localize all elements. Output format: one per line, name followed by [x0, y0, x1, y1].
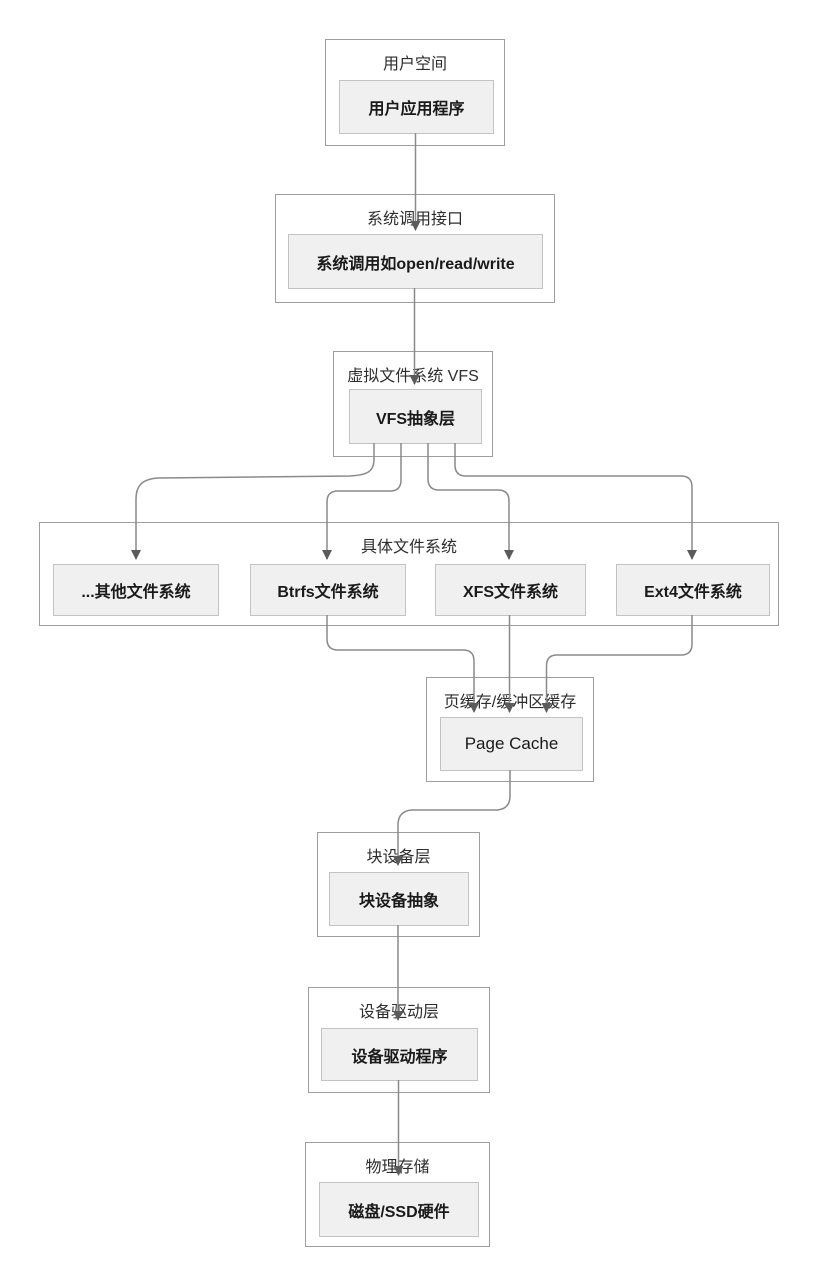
group-physical-storage-title: 物理存储 [365, 1159, 430, 1176]
node-device-driver: 设备驱动程序 [321, 1028, 478, 1081]
group-physical-storage: 物理存储 磁盘/SSD硬件 [305, 1142, 490, 1247]
node-ext4: Ext4文件系统 [616, 564, 770, 616]
group-page-cache: 页缓存/缓冲区缓存 Page Cache [426, 677, 594, 782]
group-block-device-layer: 块设备层 块设备抽象 [317, 832, 480, 937]
group-device-driver-layer: 设备驱动层 设备驱动程序 [308, 987, 490, 1093]
group-syscall-interface-title: 系统调用接口 [366, 211, 463, 228]
node-syscall: 系统调用如open/read/write [288, 234, 543, 289]
node-user-application: 用户应用程序 [339, 80, 494, 134]
node-other-fs: ...其他文件系统 [53, 564, 219, 616]
group-vfs-title: 虚拟文件系统 VFS [347, 368, 479, 385]
group-vfs: 虚拟文件系统 VFS VFS抽象层 [333, 351, 493, 457]
node-vfs-abstraction: VFS抽象层 [349, 389, 482, 444]
node-disk-ssd: 磁盘/SSD硬件 [319, 1182, 479, 1237]
node-btrfs: Btrfs文件系统 [250, 564, 406, 616]
node-block-device-abstraction: 块设备抽象 [329, 872, 469, 926]
group-concrete-filesystems: 具体文件系统 ...其他文件系统 Btrfs文件系统 XFS文件系统 Ext4文… [39, 522, 779, 626]
group-user-space-title: 用户空间 [382, 56, 447, 73]
group-page-cache-title: 页缓存/缓冲区缓存 [443, 694, 577, 711]
group-concrete-filesystems-title: 具体文件系统 [360, 539, 457, 556]
group-user-space: 用户空间 用户应用程序 [325, 39, 505, 146]
node-page-cache: Page Cache [440, 717, 583, 771]
group-block-device-layer-title: 块设备层 [366, 849, 431, 866]
node-xfs: XFS文件系统 [435, 564, 586, 616]
group-syscall-interface: 系统调用接口 系统调用如open/read/write [275, 194, 555, 303]
group-device-driver-layer-title: 设备驱动层 [358, 1004, 439, 1021]
